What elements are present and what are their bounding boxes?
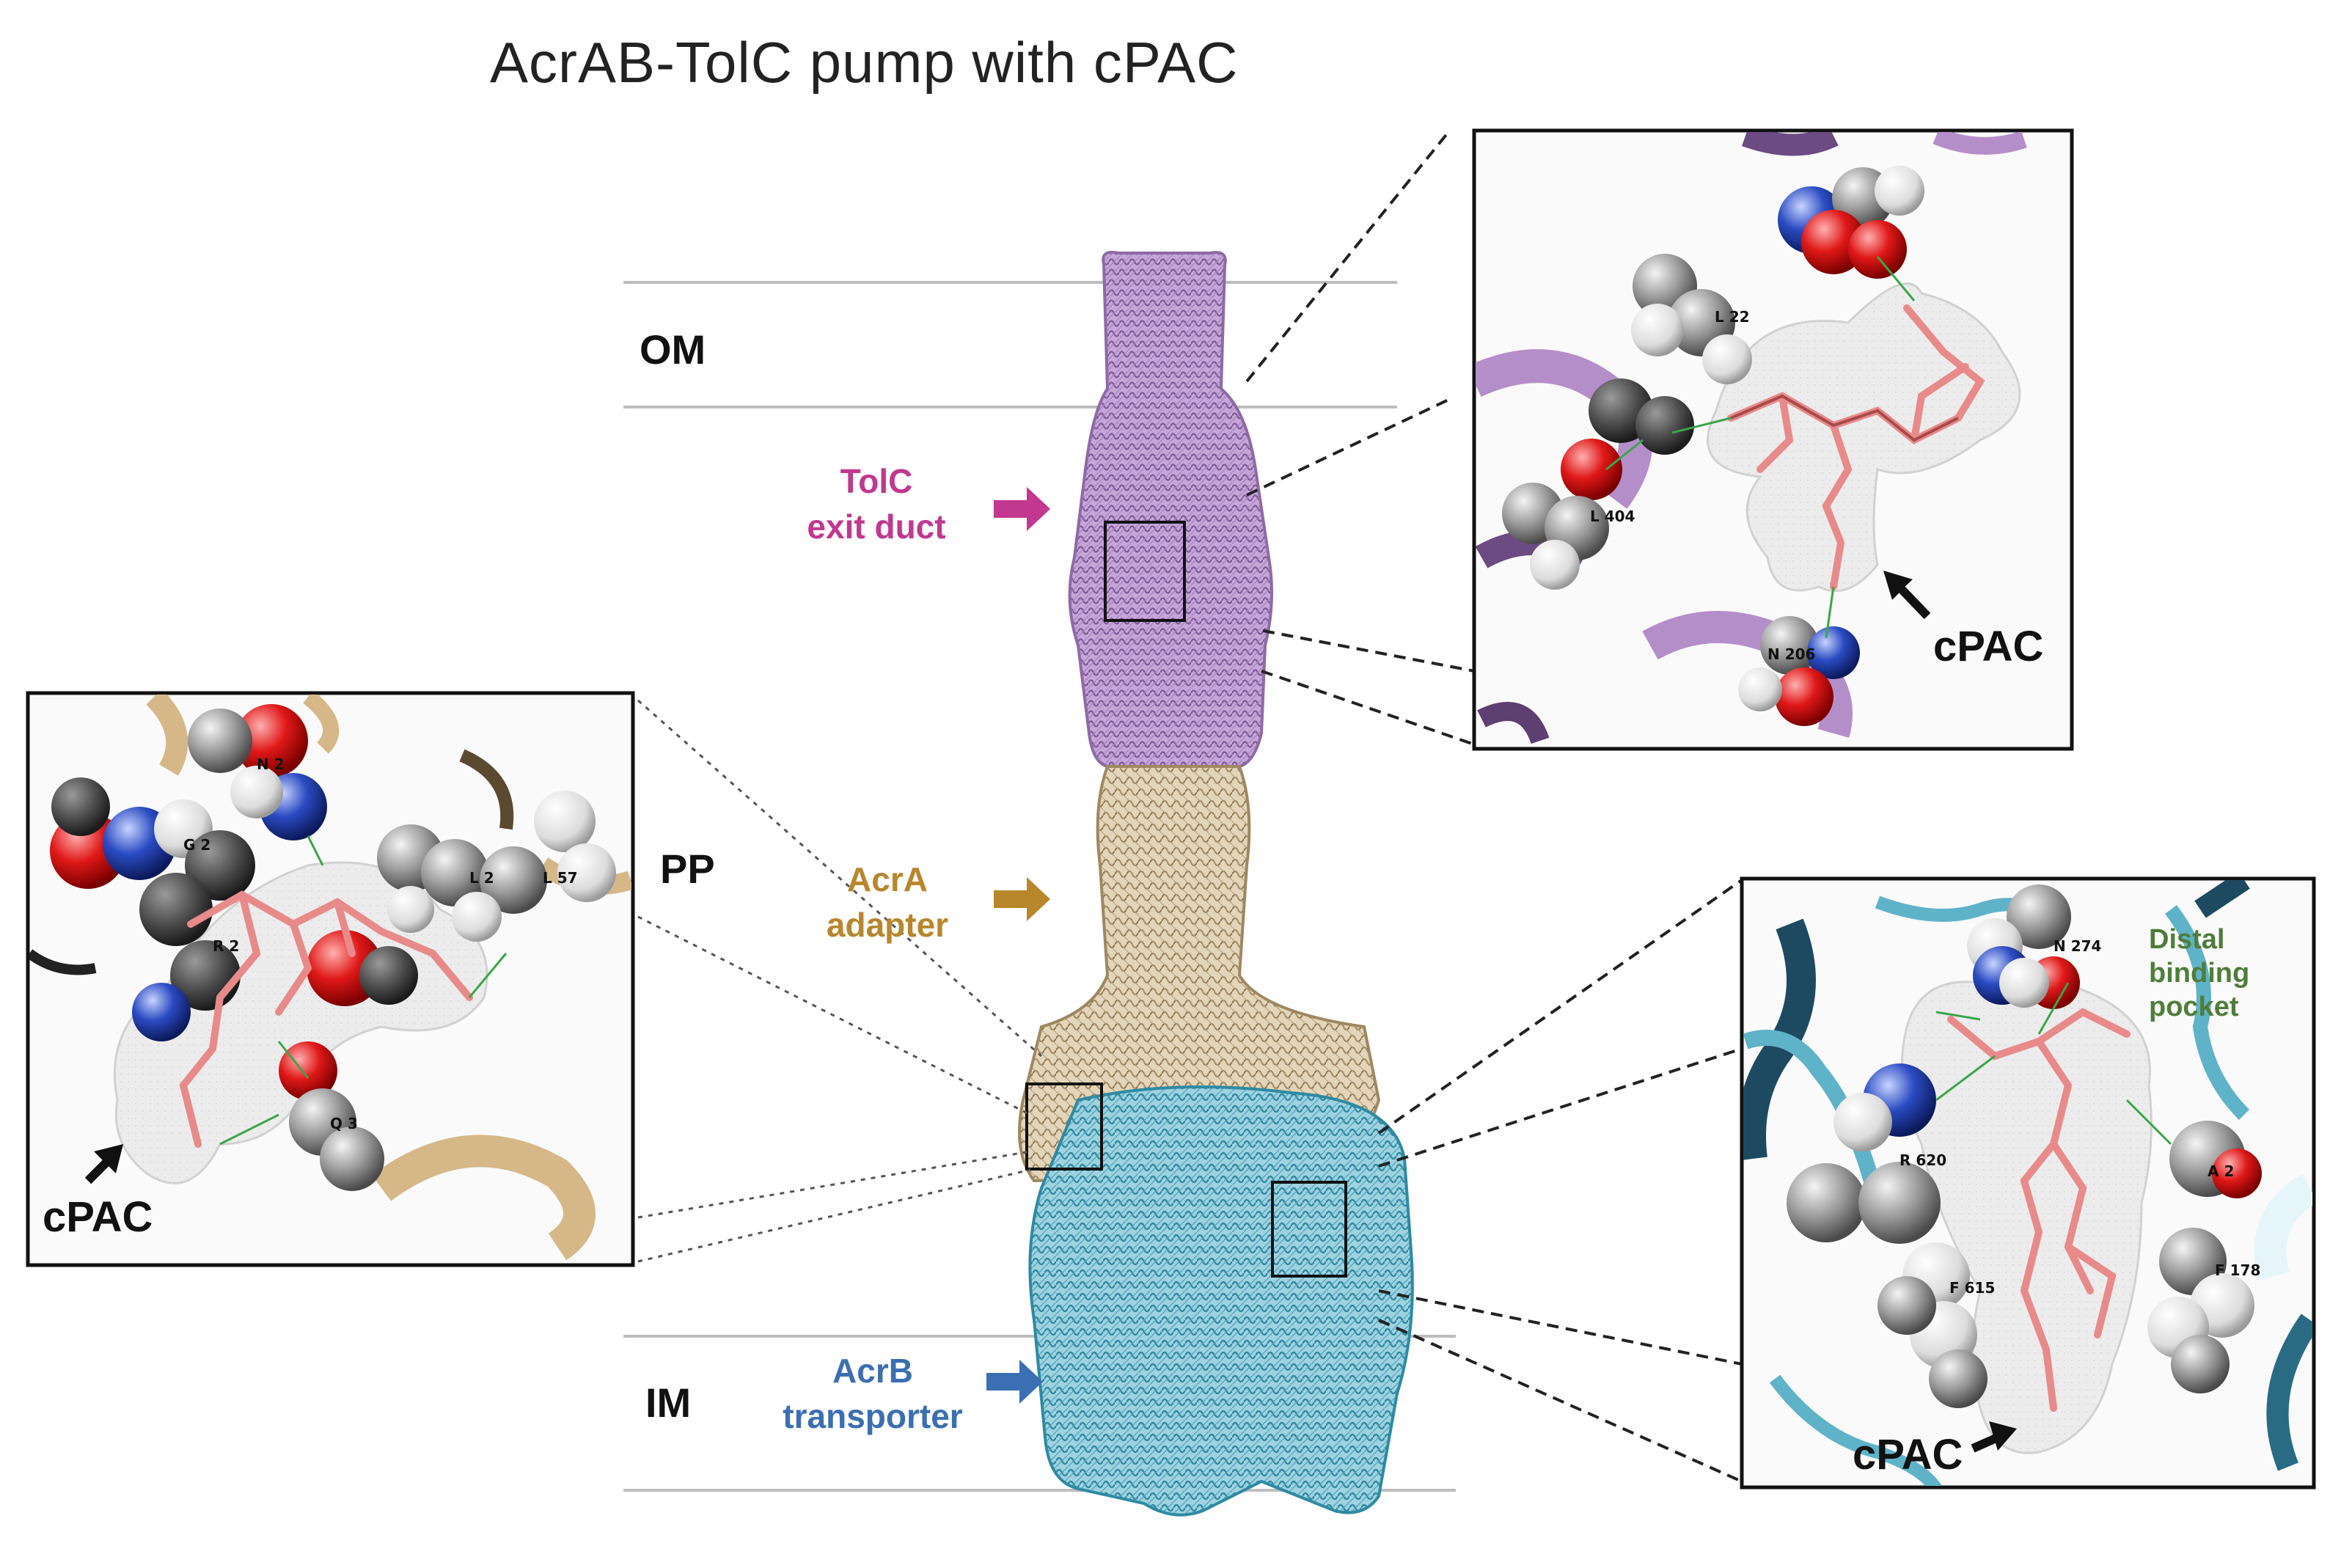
pocket-line1: Distal [2149,924,2225,955]
acra-label-line1: AcrA [847,860,928,898]
acrb-label: AcrB transporter [763,1348,983,1439]
acrb-protein [1028,1085,1414,1517]
residue-label: L 57 [543,869,578,887]
inset-left [26,691,635,1267]
cpac-label-bottom-right: cPAC [1853,1431,1963,1479]
residue-label: R 620 [1899,1151,1947,1169]
acra-arrow [994,877,1050,921]
acra-label: AcrA adapter [792,857,983,948]
pocket-line2: binding [2149,958,2250,989]
acrb-label-line1: AcrB [832,1352,913,1390]
tolc-protein [1068,251,1273,768]
acra-label-line2: adapter [826,906,949,944]
tolc-site-box [1104,521,1186,622]
tolc-arrow [994,487,1050,531]
cpac-label-left: cPAC [43,1193,153,1241]
acra-site-box [1025,1082,1103,1170]
residue-label: N 2 [257,755,285,773]
residue-label: Q 3 [330,1115,358,1132]
pocket-line3: pocket [2149,992,2239,1022]
tolc-label: TolC exit duct [781,458,972,549]
residue-label: L 22 [1715,308,1750,326]
residue-label: F 178 [2215,1261,2261,1279]
cpac-label-top-right: cPAC [1933,623,2044,670]
acrb-arrow [986,1360,1043,1404]
residue-label: F 615 [1949,1279,1996,1297]
distal-pocket-label: Distal binding pocket [2149,923,2249,1024]
pp-label: PP [660,846,715,892]
component-arrows [986,487,1050,1404]
connector-lines-left [637,699,1042,1263]
residue-label: G 2 [183,836,211,854]
acrb-site-box [1271,1181,1347,1278]
pump-structure [1018,251,1414,1517]
tolc-label-line2: exit duct [807,508,946,546]
om-label: OM [640,326,706,373]
residue-label: N 206 [1767,645,1816,663]
acrb-label-line2: transporter [783,1397,963,1435]
im-label: IM [645,1380,692,1426]
figure-title: AcrAB-TolC pump with cPAC [490,30,1239,95]
residue-label: A 2 [2208,1162,2235,1180]
residue-label: L 2 [469,869,494,887]
inset-top-right [1472,128,2074,751]
residue-label: L 404 [1590,508,1635,525]
residue-label: N 274 [2054,937,2102,955]
connector-lines [1245,131,1743,1483]
inset-bottom-right [1740,876,2316,1490]
residue-label: R 2 [213,937,240,955]
tolc-label-line1: TolC [840,462,913,500]
